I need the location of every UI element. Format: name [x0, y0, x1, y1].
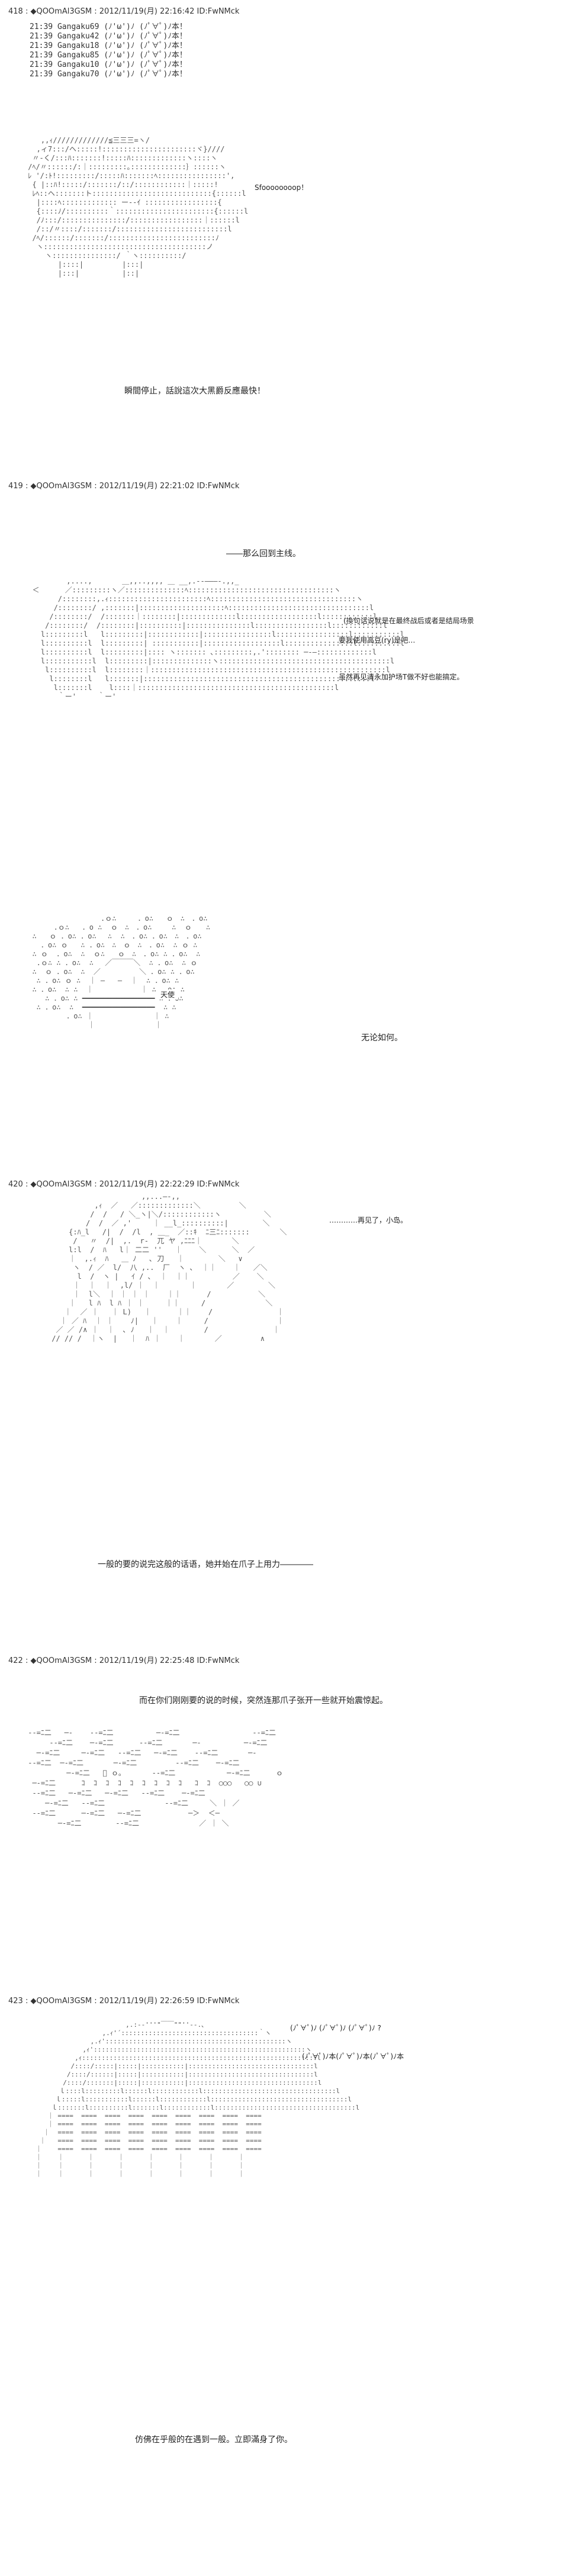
chat-log: 21:39 Gangaku69 (ﾉ'ω')ﾉ (ﾉﾟ∀ﾟ)ﾉ本！ 21:39 … [30, 22, 187, 79]
post-caption: …………再见了，小岛。 [329, 1216, 408, 1224]
chat-line: 21:39 Gangaku10 (ﾉ'ω')ﾉ (ﾉﾟ∀ﾟ)ﾉ本！ [30, 60, 187, 69]
post-header: 420 : ◆QOOmAl3GSM : 2012/11/19(月) 22:22:… [8, 1180, 240, 1189]
post-header: 419 : ◆QOOmAl3GSM : 2012/11/19(月) 22:21:… [8, 482, 240, 491]
ascii-art-figure-2: ,...., ＿,,..,,,, ＿ __,.-‐―――-.,,_ ＜ ／:::… [32, 577, 404, 701]
chat-line: 21:39 Gangaku70 (ﾉ'ω')ﾉ (ﾉﾟ∀ﾟ)ﾉ本！ [30, 70, 187, 79]
chat-line: 21:39 Gangaku85 (ﾉ'ω')ﾉ (ﾉﾟ∀ﾟ)ﾉ本！ [30, 51, 187, 60]
post-caption: ――那么回到主线。 [226, 549, 301, 559]
ascii-art-figure-3: .ｏ∴ ．o∴ ｏ ∴ ．o∴ .ｏ∴ ．o ∴ ｏ ∴ ．o∴ ∴ ｏ ∴ ∴… [32, 914, 211, 1029]
speech-bubble: (ﾉﾟ∀ﾟ)ﾉ (ﾉﾟ∀ﾟ)ﾉ (ﾉﾟ∀ﾟ)ﾉ ? [290, 2024, 381, 2032]
post-caption: 虽然再见清永加护场T做不好也能搞定。 [339, 673, 464, 681]
post-header: 423 : ◆QOOmAl3GSM : 2012/11/19(月) 22:26:… [8, 1997, 240, 2006]
post-caption: 仿佛在乎般的在遇到一般。立即滿身了你。 [135, 2435, 292, 2445]
post-caption: 瞬間停止，話說這次大黑爵反應最快！ [124, 386, 265, 396]
chat-line: 21:39 Gangaku42 (ﾉ'ω')ﾉ (ﾉﾟ∀ﾟ)ﾉ本！ [30, 32, 187, 41]
chant-text: (ﾉﾟ∀ﾟ)ﾉ本(ﾉﾟ∀ﾟ)ﾉ本(ﾉﾟ∀ﾟ)ﾉ本 [302, 2052, 404, 2061]
speech-bubble: Sfoooooooop！ [255, 183, 308, 192]
ascii-art-figure-4: ,,...―-,, ,ｨ ／ ／:::::::::::::＼ ＼ / / / ＼… [52, 1192, 287, 1343]
post-header: 418 : ◆QOOmAl3GSM : 2012/11/19(月) 22:16:… [8, 7, 240, 16]
ascii-art-figure-1: ,,ｨ/////////////≦三三三=ヽ/ ,ィ7:::/ヘ:::::!::… [28, 136, 249, 278]
chat-line: 21:39 Gangaku69 (ﾉ'ω')ﾉ (ﾉﾟ∀ﾟ)ﾉ本！ [30, 22, 187, 31]
post-caption: 要我使用高豆(ry)是吧… [339, 636, 416, 644]
ascii-art-figure-6: ,.:-‐'''"￣￣""''‐-.､ ,.ｨ'´:::::::::::::::… [35, 2021, 360, 2178]
post-caption: (換句话说就是在最终战后或者是结局场景 [343, 617, 474, 625]
post-caption: 无论如何。 [361, 1033, 403, 1043]
post-caption: 而在你们刚刚要的说的时候，突然连那爪子张开一些就开始震惊起。 [139, 1696, 388, 1705]
angel-label: 天使 [157, 989, 179, 1000]
ascii-art-figure-5: ‐-=ﾆ二 ─‐ ‐-=ﾆ二 ─‐=ﾆ二 ‐-=ﾆ二 ‐-=ﾆ二 ─‐=ﾆ二 ‐… [28, 1729, 284, 1827]
post-caption: 一般的要的说完这般的话语，她并始在爪子上用力―――― [98, 1560, 313, 1569]
chat-line: 21:39 Gangaku18 (ﾉ'ω')ﾉ (ﾉﾟ∀ﾟ)ﾉ本！ [30, 41, 187, 50]
post-header: 422 : ◆QOOmAl3GSM : 2012/11/19(月) 22:25:… [8, 1656, 240, 1665]
